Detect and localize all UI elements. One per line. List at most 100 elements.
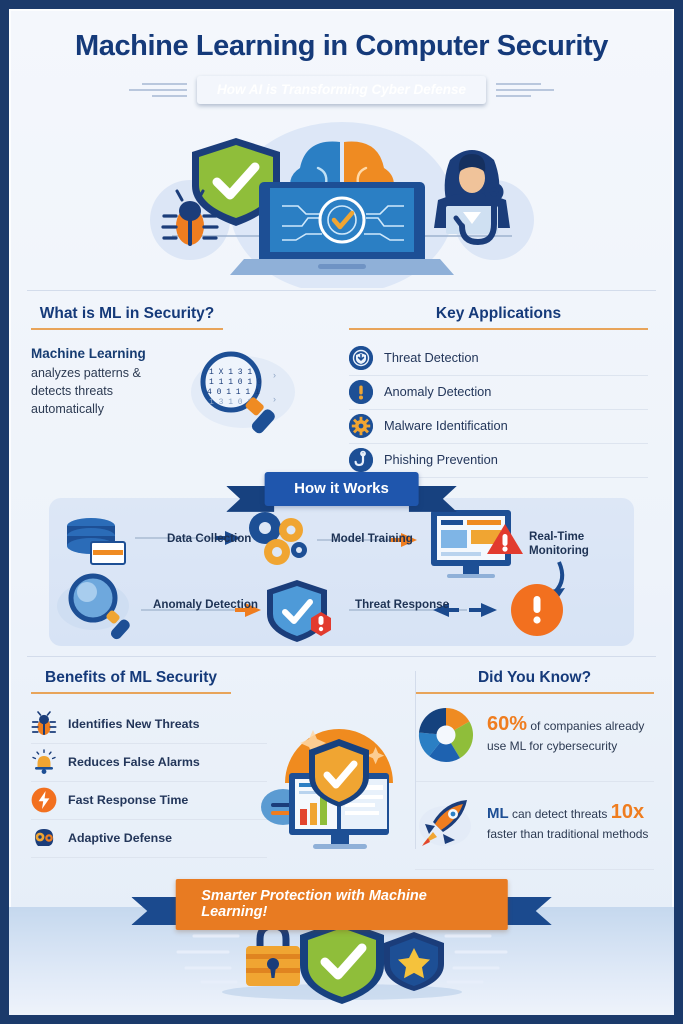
fact-body-a: can detect threats (508, 806, 611, 821)
list-item[interactable]: Threat Detection (349, 342, 648, 376)
row-what-and-applications: What is ML in Security? Machine Learning… (9, 291, 674, 478)
list-item[interactable]: Adaptive Defense (31, 820, 267, 858)
list-item-label: Threat Detection (384, 350, 479, 366)
heading-underline (31, 327, 223, 330)
shield-check-icon (299, 920, 384, 1004)
benefits-section: Benefits of ML Security Identifies (9, 669, 267, 870)
how-it-works-flow-panel: Real-Time Monitoring (49, 497, 634, 646)
lightning-bolt-icon (31, 787, 57, 813)
flow-label-anomaly-detection: Anomaly Detection (153, 598, 258, 611)
footer-illustration (142, 912, 542, 1009)
shield-check-icon (267, 579, 331, 642)
key-applications-list: Threat Detection Anomaly Detection (349, 342, 648, 478)
did-you-know-heading-block: Did You Know? (415, 669, 654, 694)
heading-underline (349, 327, 648, 330)
padlock-icon (245, 922, 300, 986)
hook-icon (349, 447, 373, 472)
list-item-label: Malware Identification (384, 418, 508, 434)
divider-middle (27, 655, 656, 657)
list-item-label: Reduces False Alarms (68, 754, 200, 769)
vertical-divider (415, 670, 416, 849)
flow-label-model-training: Model Training (331, 532, 413, 545)
svg-text:1 3 1 0 1: 1 3 1 0 1 (209, 398, 252, 407)
page-title: Machine Learning in Computer Security (74, 30, 609, 62)
rocket-icon (415, 792, 477, 859)
list-item-label: Identifies New Threats (68, 716, 200, 731)
row-benefits-and-facts: Benefits of ML Security Identifies (9, 657, 674, 870)
what-is-ml-heading: What is ML in Security? (39, 304, 215, 322)
key-applications-section: Key Applications Threat Detection (309, 305, 674, 478)
did-you-know-heading: Did You Know? (477, 668, 592, 686)
list-item[interactable]: 60% of companies already use ML for cybe… (415, 694, 654, 782)
bell-icon (31, 749, 57, 775)
list-item[interactable]: Reduces False Alarms (31, 744, 267, 782)
key-applications-heading-block: Key Applications (349, 305, 648, 330)
exclamation-icon (349, 379, 373, 404)
flow-label-realtime-2: Monitoring (529, 544, 589, 557)
subtitle-row: How AI is Transforming Cyber Defense (9, 76, 674, 104)
divider-top (27, 289, 656, 291)
shield-check-icon (309, 738, 369, 807)
hero-illustration (9, 108, 674, 290)
footer-banner-text: Smarter Protection with Machine Learning… (175, 879, 508, 930)
list-item[interactable]: Fast Response Time (31, 782, 267, 820)
list-item[interactable]: Anomaly Detection (349, 376, 648, 410)
brain-gears-icon (31, 825, 57, 851)
fact-text: 60% of companies already use ML for cybe… (487, 704, 654, 755)
phishing-hook-icon (453, 182, 503, 245)
what-is-ml-body: Machine Learning analyzes patterns & det… (31, 344, 309, 436)
flow-label-realtime-1: Real-Time (529, 530, 585, 543)
fact-stat-b: 10x (610, 800, 645, 823)
bug-icon (160, 189, 219, 246)
shield-check-icon (191, 137, 280, 226)
dashboard-shield-icon (261, 669, 415, 870)
benefits-list: Identifies New Threats Reduces (31, 706, 267, 858)
list-item[interactable]: ML can detect threats 10x faster than tr… (415, 782, 654, 870)
monitor-alert-icon (431, 509, 523, 578)
laptop-icon (229, 181, 454, 275)
database-icon (67, 517, 126, 565)
svg-text:1 1 1 0 1 0: 1 1 1 0 1 0 (209, 378, 262, 387)
donut-chart-icon (415, 704, 477, 771)
right-dashes-decoration (496, 82, 555, 97)
gear-icon (349, 413, 373, 438)
target-shield-icon (349, 345, 373, 370)
header: Machine Learning in Computer Security Ho… (9, 9, 674, 104)
list-item-label: Phishing Prevention (384, 452, 498, 468)
bug-icon (31, 711, 57, 737)
svg-text:1 X 1 3 1: 1 X 1 3 1 (209, 368, 252, 377)
magnifier-icon (57, 573, 130, 640)
footer: Smarter Protection with Machine Learning… (9, 875, 674, 1015)
list-item-label: Fast Response Time (68, 792, 189, 807)
left-dashes-decoration (128, 82, 187, 97)
gears-icon (249, 511, 307, 565)
what-is-ml-description: analyzes patterns & detects threats auto… (31, 366, 141, 416)
fact-body: of companies already use ML for cybersec… (487, 718, 645, 754)
list-item[interactable]: Identifies New Threats (31, 706, 267, 744)
how-it-works-ribbon: How it Works (226, 471, 419, 512)
fact-text: ML can detect threats 10x faster than tr… (487, 792, 654, 843)
key-applications-heading: Key Applications (435, 304, 562, 322)
list-item-label: Anomaly Detection (384, 384, 492, 400)
how-it-works-heading: How it Works (264, 471, 419, 506)
list-item-label: Adaptive Defense (68, 830, 172, 845)
svg-text:4 0 1 1 1 1: 4 0 1 1 1 1 (207, 388, 260, 397)
shield-star-icon (383, 932, 444, 991)
footer-ribbon: Smarter Protection with Machine Learning… (131, 879, 508, 930)
fact-stat-a: ML (487, 804, 509, 822)
list-item[interactable]: Phishing Prevention (349, 444, 648, 478)
heading-underline (415, 691, 654, 694)
svg-text:›: › (273, 394, 276, 404)
infographic-poster: Machine Learning in Computer Security Ho… (9, 9, 674, 1015)
benefits-heading-block: Benefits of ML Security (31, 669, 231, 694)
what-is-ml-heading-block: What is ML in Security? (31, 305, 223, 330)
fact-body-b: faster than traditional methods (487, 827, 649, 842)
subtitle-banner: How AI is Transforming Cyber Defense (197, 76, 486, 104)
list-item[interactable]: Malware Identification (349, 410, 648, 444)
what-is-ml-section: What is ML in Security? Machine Learning… (9, 305, 309, 478)
flow-label-threat-response: Threat Response (355, 598, 450, 611)
fact-stat: 60% (487, 712, 528, 735)
how-it-works-section: How it Works (9, 471, 674, 652)
what-is-ml-text: Machine Learning analyzes patterns & det… (31, 344, 171, 418)
svg-text:›: › (273, 370, 276, 380)
